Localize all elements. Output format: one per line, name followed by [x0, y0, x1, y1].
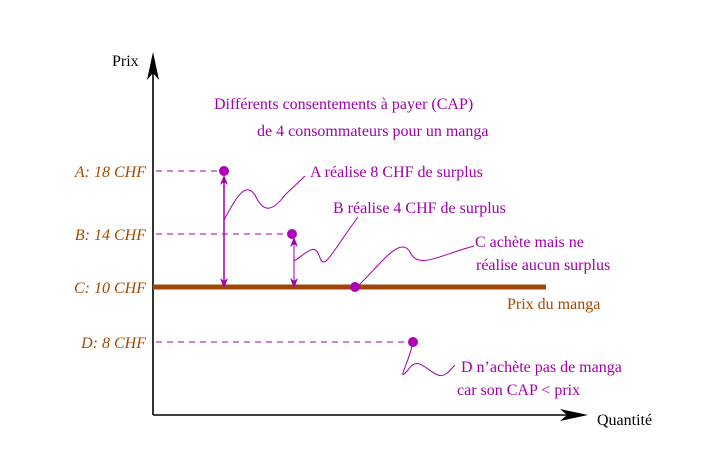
note-c-line-1: C achète mais ne [475, 234, 584, 251]
y-axis-label: Prix [112, 53, 139, 70]
cap-label-b: B: 14 CHF [75, 227, 146, 244]
connector-a [223, 175, 306, 221]
title-line-1: Différents consentements à payer (CAP) [214, 96, 473, 113]
cap-point-d [408, 337, 418, 347]
cap-label-c: C: 10 CHF [74, 280, 146, 297]
note-a: A réalise 8 CHF de surplus [310, 164, 483, 181]
title-line-2: de 4 consommateurs pour un manga [257, 123, 489, 140]
x-axis-label: Quantité [597, 412, 652, 429]
connector-d [402, 344, 456, 377]
note-d-line-1: D n’achète pas de manga [461, 359, 622, 376]
connector-c [356, 245, 475, 288]
cap-label-d: D: 8 CHF [80, 335, 146, 352]
cap-point-b [287, 229, 297, 239]
cap-point-c [350, 282, 360, 292]
x-axis-arrow-icon [560, 409, 588, 421]
cap-label-a: A: 18 CHF [74, 164, 146, 181]
note-d-line-2: car son CAP < prix [457, 382, 580, 399]
price-line-label: Prix du manga [507, 296, 600, 313]
cap-point-a [219, 166, 229, 176]
note-c-line-2: réalise aucun surplus [476, 257, 610, 274]
y-axis-arrow-icon [147, 52, 159, 80]
connector-b [293, 216, 359, 263]
note-b: B réalise 4 CHF de surplus [333, 200, 506, 217]
